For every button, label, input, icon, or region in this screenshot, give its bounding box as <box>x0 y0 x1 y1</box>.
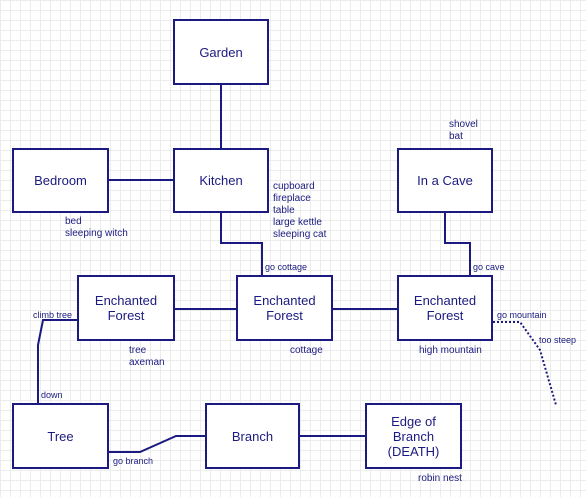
room-edge-of-branch[interactable]: Edge of Branch (DEATH) <box>365 403 462 469</box>
item-shovel: shovel <box>449 119 478 130</box>
exit-go-cottage-label: go cottage <box>265 262 308 272</box>
cave-forest-connector <box>444 211 471 276</box>
room-branch-label: Branch <box>231 428 274 444</box>
item-cottage: cottage <box>290 345 323 356</box>
kitchen-forest-connector <box>220 211 263 276</box>
bedroom-items: bed sleeping witch <box>65 216 128 240</box>
forest-tree-connector <box>37 319 78 405</box>
item-cupboard: cupboard <box>273 181 315 192</box>
item-tree: tree <box>129 345 147 356</box>
kitchen-items: cupboard fireplace table large kettle sl… <box>273 181 326 241</box>
item-table: table <box>273 205 295 216</box>
edge-items: robin nest <box>418 473 462 485</box>
room-cave[interactable]: In a Cave <box>397 148 493 213</box>
exit-go-cave-label: go cave <box>473 262 505 272</box>
exit-down-label: down <box>41 390 63 400</box>
exit-too-steep-label: too steep <box>539 335 577 345</box>
item-sleeping-cat: sleeping cat <box>273 229 327 240</box>
room-garden[interactable]: Garden <box>173 19 269 85</box>
item-bat: bat <box>449 131 463 142</box>
room-bedroom-label: Bedroom <box>34 173 87 188</box>
room-kitchen-label: Kitchen <box>199 173 243 188</box>
forest-right-items: high mountain <box>419 345 482 357</box>
room-garden-label: Garden <box>199 44 243 60</box>
tree-branch-connector <box>109 435 206 453</box>
item-sleeping-witch: sleeping witch <box>65 228 128 239</box>
room-forest-mid[interactable]: Enchanted Forest <box>236 275 333 341</box>
room-cave-label: In a Cave <box>417 173 473 188</box>
forest-left-items: tree axeman <box>129 345 165 369</box>
room-tree[interactable]: Tree <box>12 403 109 469</box>
exit-go-branch-label: go branch <box>113 456 154 466</box>
item-robin-nest: robin nest <box>418 473 462 484</box>
room-forest-left-label: Enchanted Forest <box>94 293 158 323</box>
room-edge-label: Edge of Branch (DEATH) <box>387 413 440 459</box>
item-bed: bed <box>65 216 82 227</box>
mountain-dotted-path <box>493 321 557 406</box>
room-kitchen[interactable]: Kitchen <box>173 148 269 213</box>
item-large-kettle: large kettle <box>273 217 322 228</box>
item-high-mountain: high mountain <box>419 345 482 356</box>
room-bedroom[interactable]: Bedroom <box>12 148 109 213</box>
item-fireplace: fireplace <box>273 193 311 204</box>
room-branch[interactable]: Branch <box>205 403 300 469</box>
forest-mid-items: cottage <box>290 345 323 357</box>
cave-items: shovel bat <box>449 119 478 143</box>
room-tree-label: Tree <box>47 428 74 444</box>
exit-go-mountain-label: go mountain <box>497 310 547 320</box>
room-forest-right-label: Enchanted Forest <box>413 293 477 323</box>
item-axeman: axeman <box>129 357 165 368</box>
room-forest-right[interactable]: Enchanted Forest <box>397 275 493 341</box>
exit-climb-tree-label: climb tree <box>33 310 73 320</box>
room-forest-mid-label: Enchanted Forest <box>253 293 316 323</box>
room-forest-left[interactable]: Enchanted Forest <box>77 275 175 341</box>
